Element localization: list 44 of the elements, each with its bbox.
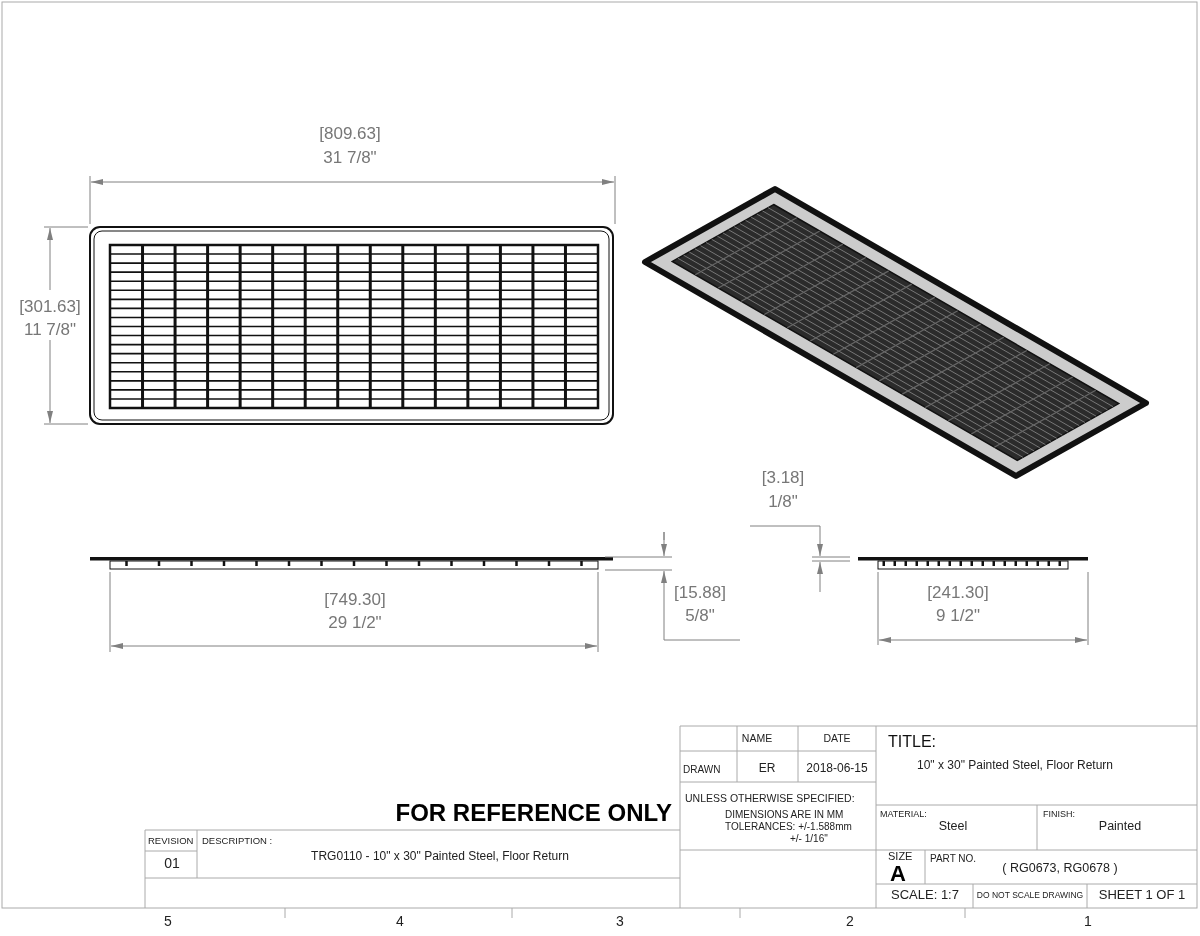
drawing-title: 10" x 30" Painted Steel, Floor Return [917, 759, 1113, 773]
field-heading: FINISH: [1043, 810, 1075, 820]
zone-number: 5 [164, 914, 172, 930]
table-value: ER [758, 762, 776, 776]
field-value: SHEET 1 OF 1 [1098, 888, 1186, 903]
dimension-value: 31 7/8" [323, 149, 377, 168]
dimension-value: [241.30] [927, 584, 989, 603]
dimension-value: [301.63] [19, 298, 81, 317]
field-value: Steel [938, 820, 968, 834]
zone-number: 2 [846, 914, 854, 930]
table-header: NAME [741, 733, 773, 745]
field-heading: SIZE [888, 850, 913, 863]
field-heading: MATERIAL: [880, 810, 927, 820]
note-text: UNLESS OTHERWISE SPECIFIED: [685, 793, 855, 805]
note-text: DO NOT SCALE DRAWING [976, 891, 1084, 901]
table-header: DRAWN [683, 764, 721, 775]
stamp-text: FOR REFERENCE ONLY [395, 800, 672, 827]
dimension-value: [15.88] [674, 584, 726, 603]
table-value: 2018-06-15 [806, 762, 868, 776]
zone-number: 1 [1084, 914, 1092, 930]
field-value: ( RG0673, RG0678 ) [1002, 862, 1118, 876]
zone-number: 3 [616, 914, 624, 930]
zone-number: 4 [396, 914, 404, 930]
table-header: DATE [823, 733, 851, 745]
dimension-value: 29 1/2" [328, 614, 382, 633]
field-value: SCALE: 1:7 [891, 888, 959, 903]
note-text: TOLERANCES: +/-1.588mm [725, 821, 852, 832]
dimension-value: [749.30] [324, 591, 386, 610]
dimension-value: 11 7/8" [24, 321, 76, 340]
note-text: +/- 1/16" [790, 833, 828, 844]
dimension-value: 9 1/2" [936, 607, 980, 626]
field-heading: TITLE: [888, 733, 936, 751]
field-value: TRG0110 - 10" x 30" Painted Steel, Floor Return [311, 850, 569, 864]
field-heading: REVISION [148, 836, 194, 847]
dimension-value: [809.63] [319, 125, 381, 144]
dimension-value: 1/8" [768, 493, 798, 512]
note-text: DIMENSIONS ARE IN MM [725, 809, 844, 820]
field-value: Painted [1098, 820, 1142, 834]
field-value: 01 [164, 856, 180, 872]
field-heading: PART NO. [930, 853, 977, 864]
dimension-value: [3.18] [761, 469, 805, 488]
field-heading: DESCRIPTION : [202, 836, 273, 847]
field-value: A [890, 862, 906, 887]
dimension-value: 5/8" [685, 607, 715, 626]
